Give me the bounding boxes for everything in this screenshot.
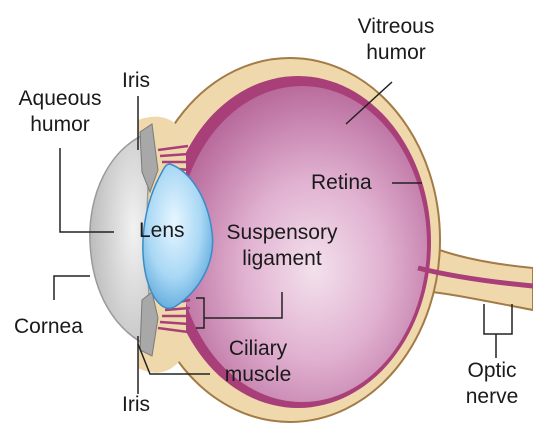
label-ciliary-muscle: Ciliary muscle [206,336,310,388]
label-aqueous-line2: humor [8,112,112,138]
label-aqueous-humor: Aqueous humor [8,86,112,138]
label-retina: Retina [311,170,372,196]
label-ciliary-line1: Ciliary [206,336,310,362]
label-suspensory-line1: Suspensory [214,220,350,246]
leader-cornea [54,276,90,300]
label-iris-top: Iris [122,68,150,94]
label-aqueous-line1: Aqueous [8,86,112,112]
label-vitreous-line1: Vitreous [344,14,448,40]
label-ciliary-line2: muscle [206,362,310,388]
label-optic-line1: Optic [456,358,528,384]
label-suspensory-line2: ligament [214,246,350,272]
label-vitreous-humor: Vitreous humor [344,14,448,66]
label-iris-bottom: Iris [122,392,150,418]
label-optic-nerve: Optic nerve [456,358,528,410]
label-optic-line2: nerve [456,384,528,410]
label-vitreous-line2: humor [344,40,448,66]
label-suspensory-ligament: Suspensory ligament [214,220,350,272]
leader-optic [484,304,512,358]
label-lens: Lens [139,218,185,244]
label-cornea: Cornea [14,314,83,340]
